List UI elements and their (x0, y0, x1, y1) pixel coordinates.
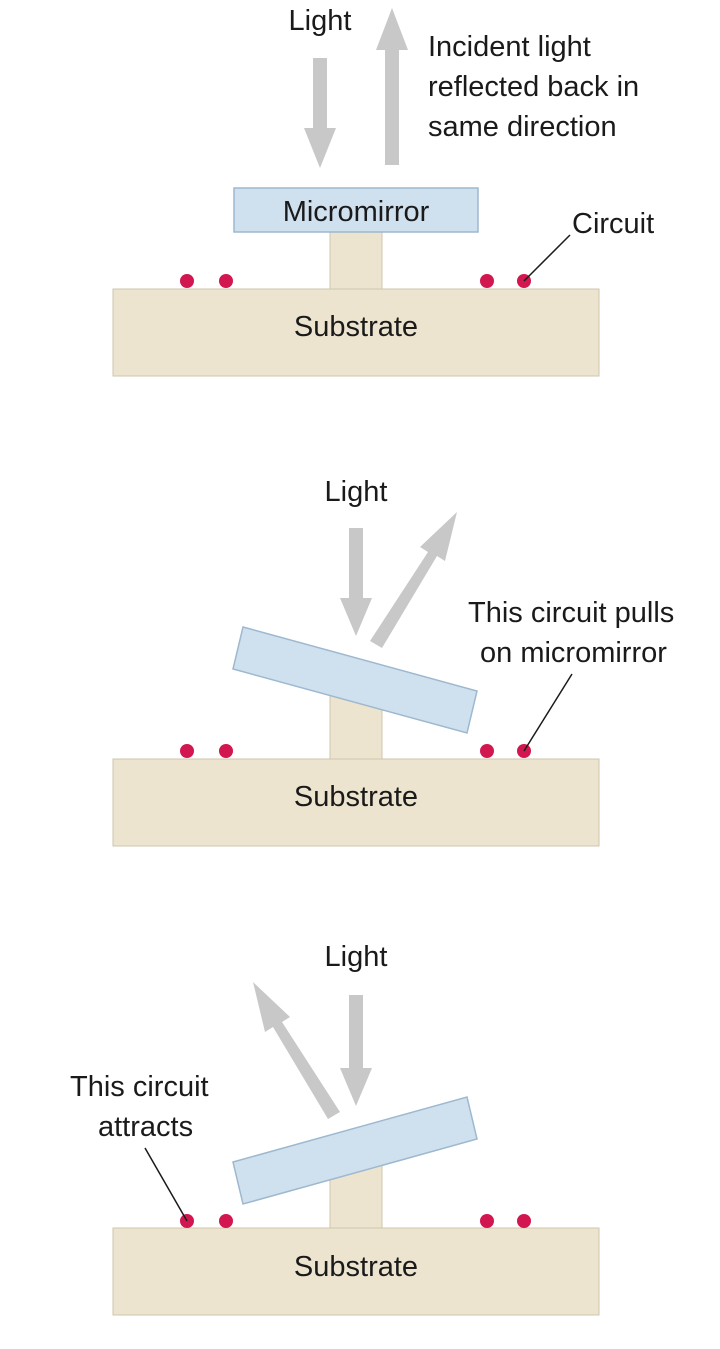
panel3-circuit-leader (144, 1147, 188, 1222)
panel3-substrate (112, 1227, 600, 1316)
panel3-substrate-label: Substrate (294, 1251, 418, 1283)
panel2-micromirror (232, 626, 478, 734)
panel1-circuit-dot (180, 274, 194, 288)
panel1-incident-line1: Incident light (428, 31, 591, 63)
panel-tilted-left: Light This circuit attracts Substrate (70, 941, 600, 1316)
panel1-circuit-dot (480, 274, 494, 288)
panel3-attract-line2: attracts (98, 1111, 193, 1143)
panel3-circuit-dot (480, 1214, 494, 1228)
panel2-pull-line1: This circuit pulls (468, 597, 674, 629)
panel1-circuit-dot (219, 274, 233, 288)
panel3-incident-arrow (340, 995, 372, 1106)
panel3-circuit-dot (517, 1214, 531, 1228)
panel2-circuit-dot (219, 744, 233, 758)
panel-tilted-right: Light This circuit pulls on micromirror … (112, 476, 674, 847)
panel3-circuit-dot (219, 1214, 233, 1228)
panel2-circuit-dot (180, 744, 194, 758)
panel1-reflected-arrow (376, 8, 408, 165)
panel1-incident-line2: reflected back in (428, 71, 639, 103)
panel1-circuit-label: Circuit (572, 208, 654, 240)
panel2-circuit-leader (523, 673, 573, 752)
panel2-light-label: Light (325, 476, 388, 508)
panel1-substrate (112, 288, 600, 377)
panel2-incident-arrow (340, 528, 372, 636)
panel3-light-label: Light (325, 941, 388, 973)
panel3-attract-line1: This circuit (70, 1071, 209, 1103)
panel2-reflected-arrow (370, 512, 457, 648)
panel1-incident-arrow (304, 58, 336, 168)
panel-flat-mirror: Light Incident light reflected back in s… (112, 5, 654, 377)
panel1-mirror-label: Micromirror (283, 196, 430, 228)
panel1-light-label: Light (289, 5, 352, 37)
panel2-circuit-dot (480, 744, 494, 758)
panel1-micromirror (233, 187, 479, 233)
panel1-circuit-leader (523, 234, 571, 282)
panel2-substrate (112, 758, 600, 847)
panel3-reflected-arrow (253, 982, 340, 1119)
panel1-incident-line3: same direction (428, 111, 617, 143)
panel2-pull-line2: on micromirror (480, 637, 667, 669)
panel3-micromirror (232, 1096, 478, 1205)
panel1-substrate-label: Substrate (294, 311, 418, 343)
panel2-substrate-label: Substrate (294, 781, 418, 813)
panel1-post (329, 231, 383, 291)
